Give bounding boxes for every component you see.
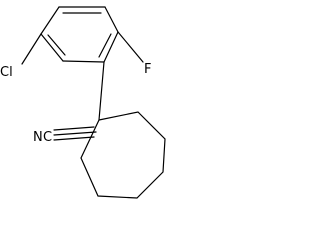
bond-ring-to-quaternary-c bbox=[98, 61, 105, 121]
ring-bond bbox=[40, 6, 60, 35]
ring-bond bbox=[104, 6, 119, 33]
ring-double-bond bbox=[47, 34, 66, 56]
ring-double-bond bbox=[98, 33, 112, 58]
ring-bond bbox=[40, 33, 64, 62]
nitrile-c-label: C bbox=[43, 130, 52, 145]
nitrile-n-label: N bbox=[33, 130, 43, 145]
benzene-ring bbox=[40, 6, 119, 63]
structure-diagram: Cl F N C bbox=[0, 6, 166, 199]
chlorine-label: Cl bbox=[0, 65, 13, 80]
fluorine-label: F bbox=[144, 62, 151, 77]
ring-bond bbox=[103, 31, 119, 63]
nitrile-triple-bond bbox=[53, 126, 97, 141]
cycloheptane-ring bbox=[80, 111, 166, 199]
ring-bond bbox=[62, 60, 105, 63]
bond-ring-to-f bbox=[117, 31, 144, 63]
bond-ring-to-cl bbox=[21, 33, 42, 65]
